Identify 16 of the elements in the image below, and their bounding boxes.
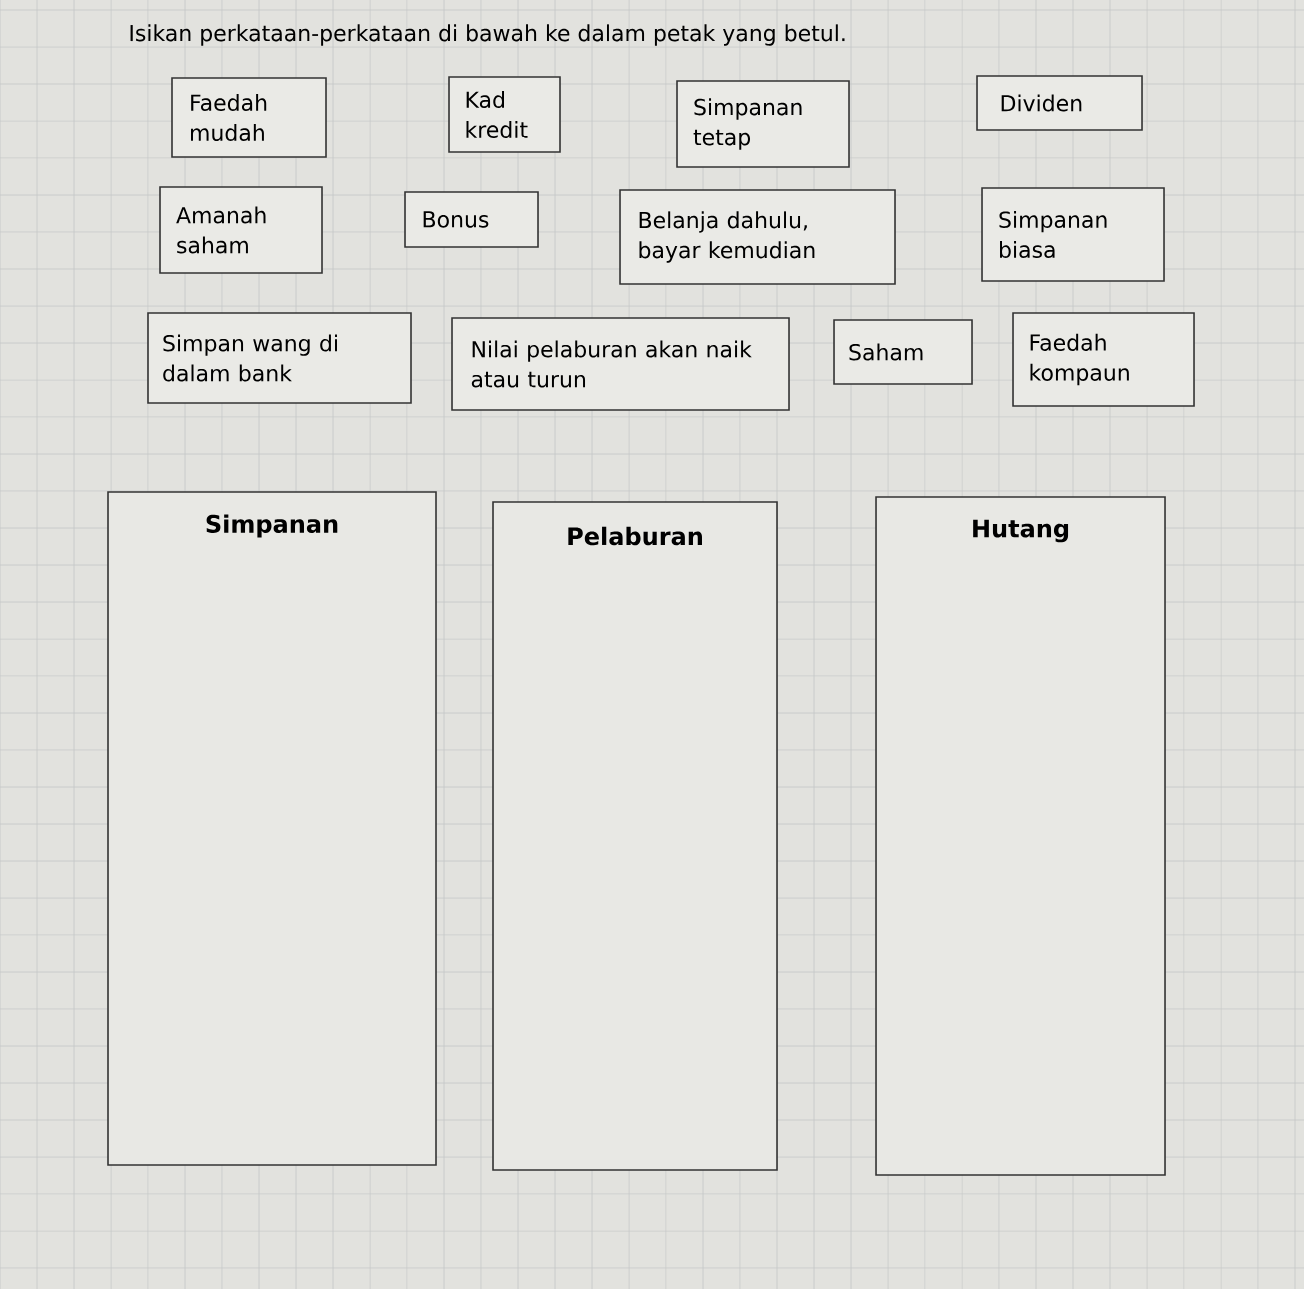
word-card: Bonus <box>404 191 539 248</box>
word-card: Simpan wang di dalam bank <box>147 312 412 404</box>
word-card: Faedah mudah <box>171 77 327 158</box>
word-card: Simpanan biasa <box>981 187 1165 282</box>
word-card: Belanja dahulu, bayar kemudian <box>619 189 896 285</box>
column-box: Hutang <box>875 496 1166 1176</box>
title: Isikan perkataan-perkataan di bawah ke dalam petak yang betul. <box>130 24 845 46</box>
column-box: Pelaburan <box>492 501 778 1171</box>
word-card: Kad kredit <box>448 76 561 153</box>
column-box: Simpanan <box>107 491 437 1166</box>
word-card: Simpanan tetap <box>676 80 850 168</box>
word-card: Nilai pelaburan akan naik atau turun <box>451 317 790 411</box>
word-card: Saham <box>833 319 973 385</box>
word-card: Faedah kompaun <box>1012 312 1195 407</box>
word-card: Amanah saham <box>159 186 323 274</box>
word-card: Dividen <box>976 75 1143 131</box>
